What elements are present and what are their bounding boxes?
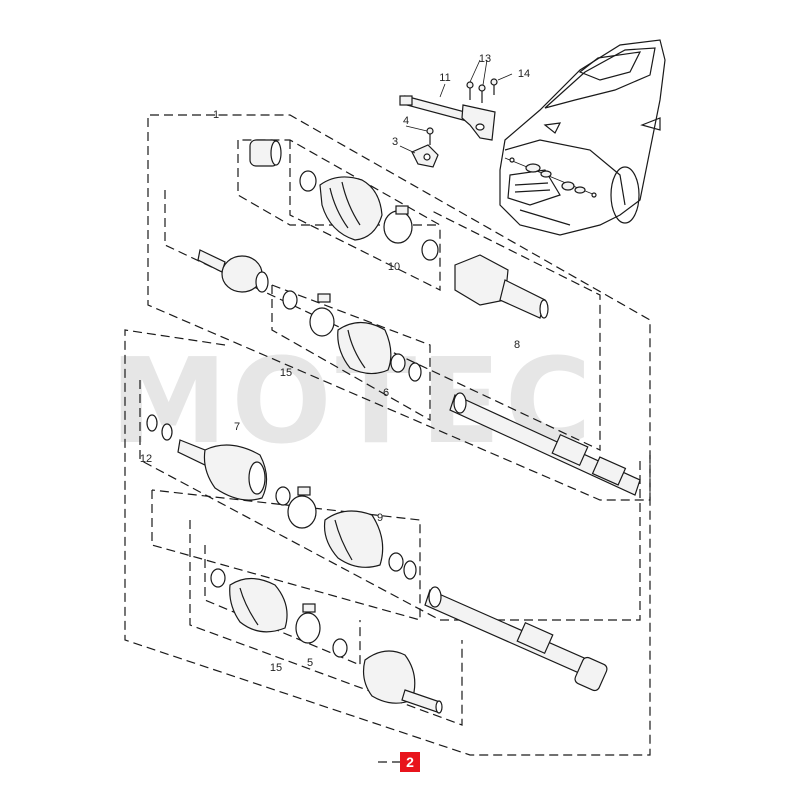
intermediate-shaft [449, 392, 641, 496]
callout-15-upper: 15 [280, 367, 292, 379]
leader-lines [399, 59, 513, 154]
callout-10: 10 [388, 261, 400, 273]
assembly-groups [124, 114, 651, 763]
callout-14: 14 [518, 68, 530, 80]
callout-11: 11 [439, 72, 450, 84]
callout-9: 9 [377, 512, 383, 524]
callout-6: 6 [383, 387, 389, 399]
callout-1: 1 [213, 109, 219, 121]
upper-shaft-assembly [249, 139, 549, 319]
highlight-box [400, 752, 420, 772]
lower-shaft-assembly [146, 414, 417, 580]
callouts: 1 3 4 5 6 7 8 9 10 11 12 13 14 15 15 [140, 53, 530, 674]
outer-joint-lower [210, 568, 443, 714]
callout-4: 4 [403, 115, 409, 127]
callout-8: 8 [514, 339, 520, 351]
highlighted-callout-2[interactable]: 2 [400, 752, 420, 772]
callout-3: 3 [392, 136, 398, 148]
callout-7: 7 [234, 421, 240, 433]
callout-2: 2 [406, 754, 414, 770]
callout-13: 13 [479, 53, 491, 65]
inner-joint-upper [197, 249, 422, 382]
callout-15-lower: 15 [270, 662, 282, 674]
callout-5: 5 [307, 657, 313, 669]
support-bearing-bracket [399, 95, 496, 168]
callout-12: 12 [140, 453, 152, 465]
lower-intermediate-shaft [424, 586, 608, 692]
car-illustration [499, 39, 666, 236]
